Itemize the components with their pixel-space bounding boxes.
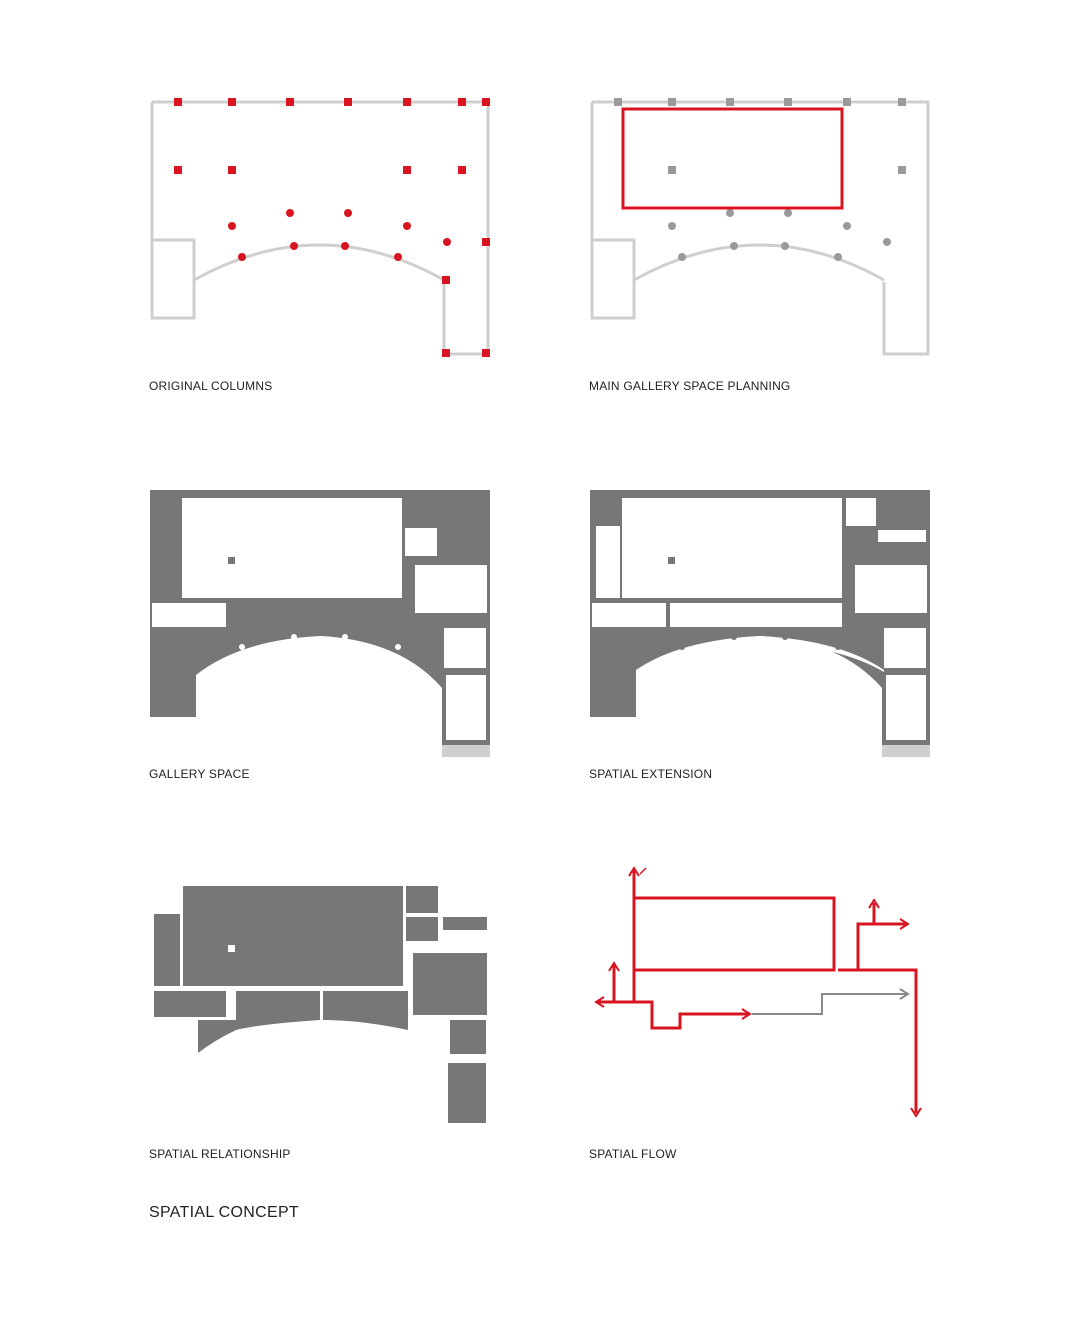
page-title: SPATIAL CONCEPT	[149, 1204, 300, 1221]
flow-gallery-outline	[632, 896, 836, 972]
column-markers	[174, 98, 490, 357]
caption-original-columns: ORIGINAL COLUMNS	[149, 379, 273, 393]
caption-gallery-space: GALLERY SPACE	[149, 767, 250, 781]
caption-spatial-relationship: SPATIAL RELATIONSHIP	[149, 1147, 291, 1161]
main-gallery-outline	[621, 107, 844, 210]
caption-spatial-extension: SPATIAL EXTENSION	[589, 767, 713, 781]
caption-spatial-flow: SPATIAL FLOW	[589, 1147, 677, 1161]
caption-main-gallery-planning: MAIN GALLERY SPACE PLANNING	[589, 379, 791, 393]
